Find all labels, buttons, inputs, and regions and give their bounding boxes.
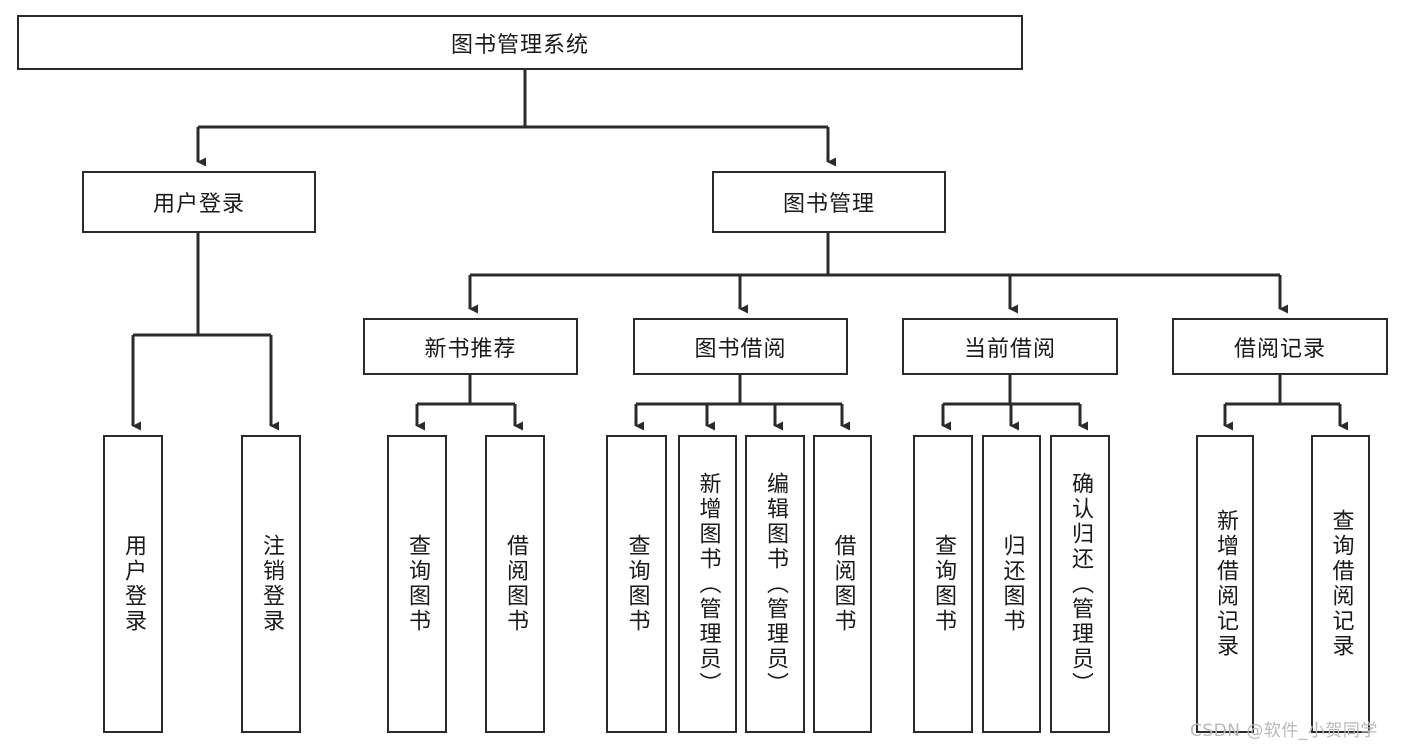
leaf-logout-label: 注销登录 <box>259 534 284 634</box>
leaf-query-book-current[interactable]: 查询图书 <box>913 435 973 733</box>
leaf-edit-book-admin[interactable]: 编辑图书（管理员） <box>745 435 805 733</box>
node-root-label: 图书管理系统 <box>450 32 589 58</box>
leaf-add-borrow-record[interactable]: 新增借阅记录 <box>1196 435 1254 733</box>
node-book-borrow-label: 图书借阅 <box>694 336 787 362</box>
node-book-management[interactable]: 图书管理 <box>712 171 946 233</box>
leaf-query-borrow-record-label: 查询借阅记录 <box>1328 509 1354 659</box>
leaf-add-book-admin[interactable]: 新增图书（管理员） <box>678 435 737 733</box>
leaf-query-book-new-label: 查询图书 <box>405 534 430 634</box>
leaf-query-borrow-record[interactable]: 查询借阅记录 <box>1311 435 1370 733</box>
node-root[interactable]: 图书管理系统 <box>17 15 1023 70</box>
node-current-borrow-label: 当前借阅 <box>963 336 1056 362</box>
leaf-add-borrow-record-label: 新增借阅记录 <box>1213 509 1238 659</box>
leaf-borrow-book[interactable]: 借阅图书 <box>813 435 872 733</box>
node-new-book-recommend-label: 新书推荐 <box>424 336 517 362</box>
leaf-borrow-book-new[interactable]: 借阅图书 <box>485 435 545 733</box>
node-borrow-record-label: 借阅记录 <box>1233 336 1326 362</box>
leaf-query-book-current-label: 查询图书 <box>931 534 956 634</box>
node-user-login-label: 用户登录 <box>152 192 245 217</box>
leaf-borrow-book-new-label: 借阅图书 <box>503 534 528 634</box>
leaf-query-book-new[interactable]: 查询图书 <box>387 435 447 733</box>
leaf-user-login[interactable]: 用户登录 <box>103 435 163 733</box>
leaf-return-book-label: 归还图书 <box>999 534 1025 634</box>
leaf-query-book-borrow[interactable]: 查询图书 <box>606 435 667 733</box>
node-current-borrow[interactable]: 当前借阅 <box>902 318 1118 375</box>
node-book-management-label: 图书管理 <box>782 192 875 217</box>
leaf-borrow-book-label: 借阅图书 <box>830 534 856 634</box>
node-new-book-recommend[interactable]: 新书推荐 <box>363 318 578 375</box>
leaf-query-book-borrow-label: 查询图书 <box>624 534 650 634</box>
leaf-logout[interactable]: 注销登录 <box>241 435 301 733</box>
leaf-edit-book-admin-label: 编辑图书（管理员） <box>763 472 788 697</box>
node-book-borrow[interactable]: 图书借阅 <box>633 318 848 375</box>
leaf-add-book-admin-label: 新增图书（管理员） <box>695 472 721 697</box>
csdn-watermark: CSDN @软件_小贺同学 <box>1190 721 1378 741</box>
leaf-confirm-return-admin[interactable]: 确认归还（管理员） <box>1050 435 1110 733</box>
leaf-confirm-return-admin-label: 确认归还（管理员） <box>1068 472 1093 697</box>
leaf-user-login-label: 用户登录 <box>121 534 146 634</box>
node-borrow-record[interactable]: 借阅记录 <box>1172 318 1388 375</box>
leaf-return-book[interactable]: 归还图书 <box>982 435 1041 733</box>
node-user-login[interactable]: 用户登录 <box>82 171 316 233</box>
